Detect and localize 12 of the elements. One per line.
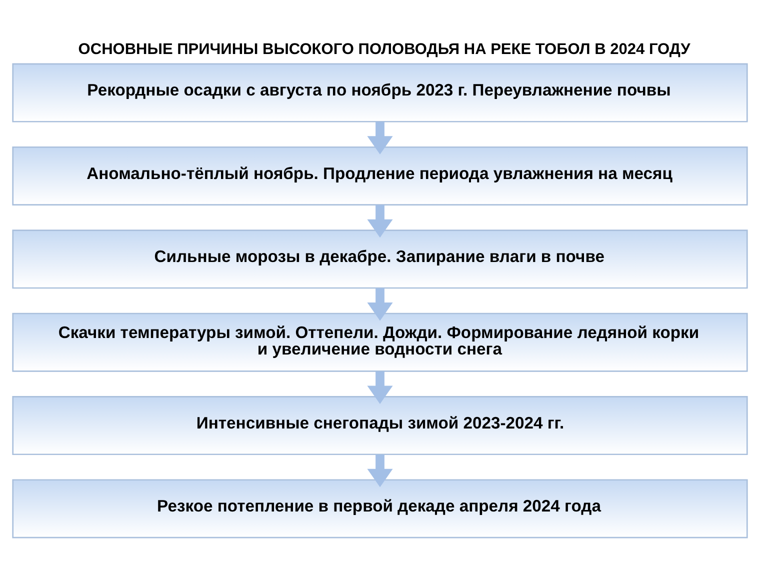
arrow <box>367 454 393 488</box>
diagram-title: ОСНОВНЫЕ ПРИЧИНЫ ВЫСОКОГО ПОЛОВОДЬЯ НА РЕКЕ ТОБОЛ В 2024 ГОДУ <box>78 41 690 58</box>
node-box: Рекордные осадки с августа по ноябрь 2023 г. Переувлажнение почвы <box>12 63 748 122</box>
arrow <box>367 122 393 154</box>
arrow <box>367 204 393 238</box>
arrow <box>367 288 393 321</box>
node-box: Скачки температуры зимой. Оттепели. Дожди. Формирование ледяной корки и увеличение водности снега <box>12 312 748 372</box>
node-box: Интенсивные снегопады зимой 2023-2024 гг. <box>12 396 748 456</box>
node-box: Сильные морозы в декабре. Запирание влаги в почве <box>12 230 748 289</box>
node-box: Аномально-тёплый ноябрь. Продление периода увлажнения на месяц <box>12 146 748 206</box>
arrow <box>367 371 393 404</box>
node-box: Резкое потепление в первой декаде апреля 2024 года <box>12 479 748 538</box>
